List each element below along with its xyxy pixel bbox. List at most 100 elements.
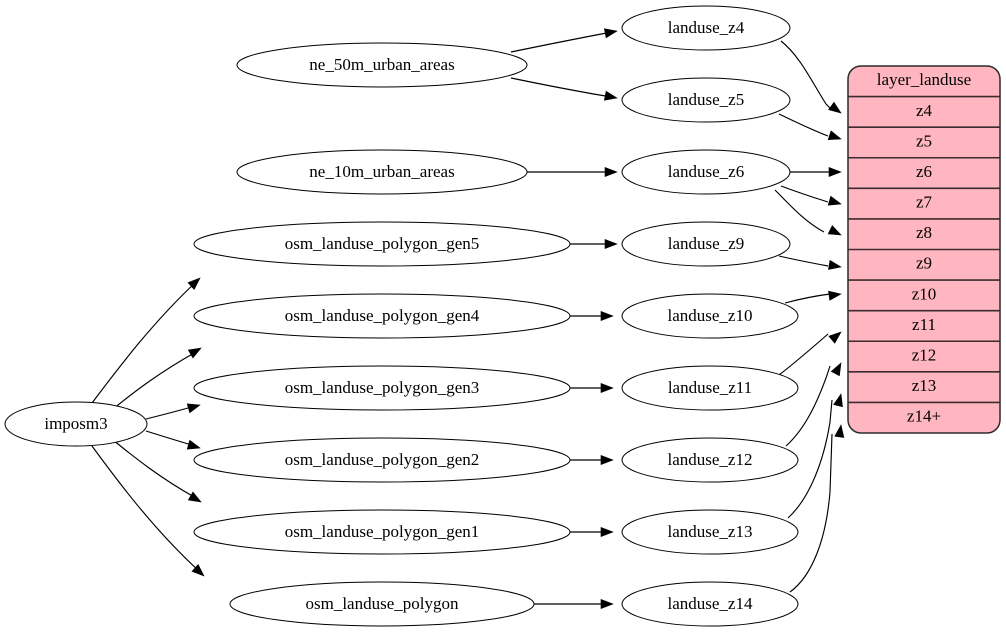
record-row-z12: z12 bbox=[912, 345, 937, 364]
record-row-z10: z10 bbox=[912, 284, 937, 303]
node-label-osm_landuse_polygon_gen4: osm_landuse_polygon_gen4 bbox=[285, 306, 480, 325]
node-landuse_z13[interactable]: landuse_z13 bbox=[621, 509, 799, 555]
layer-node-shape bbox=[621, 149, 791, 195]
edge-landuse_z6-to-record_z8 bbox=[774, 189, 825, 233]
edge-landuse_z11-to-record_z11 bbox=[778, 333, 829, 376]
node-landuse_z14[interactable]: landuse_z14 bbox=[621, 581, 799, 627]
record-row-z9: z9 bbox=[916, 254, 932, 273]
arrow-to-gen3 bbox=[186, 403, 201, 414]
arrow-to-landuse-z12 bbox=[600, 454, 614, 466]
node-label-osm_landuse_polygon_gen1: osm_landuse_polygon_gen1 bbox=[285, 522, 480, 541]
edge-landuse_z4-to-record_z4 bbox=[780, 40, 833, 111]
node-landuse_z5[interactable]: landuse_z5 bbox=[621, 77, 791, 123]
record-row-z13: z13 bbox=[912, 376, 937, 395]
source-node-shape bbox=[4, 401, 148, 447]
node-osm_landuse_polygon_gen5[interactable]: osm_landuse_polygon_gen5 bbox=[193, 221, 571, 267]
node-imposm3[interactable]: imposm3 bbox=[4, 401, 148, 447]
layer-node-shape bbox=[621, 5, 791, 51]
arrow-to-record-z11 bbox=[828, 331, 842, 344]
node-label-landuse_z14: landuse_z14 bbox=[668, 594, 753, 613]
arrow-to-record-z6 bbox=[828, 166, 842, 178]
arrow-to-landuse-z6 bbox=[604, 166, 618, 178]
node-osm_landuse_polygon_gen3[interactable]: osm_landuse_polygon_gen3 bbox=[193, 365, 571, 411]
node-landuse_z12[interactable]: landuse_z12 bbox=[621, 437, 799, 483]
node-label-osm_landuse_polygon_gen3: osm_landuse_polygon_gen3 bbox=[285, 378, 480, 397]
source-node-shape bbox=[193, 509, 571, 555]
node-osm_landuse_polygon_gen4[interactable]: osm_landuse_polygon_gen4 bbox=[193, 293, 571, 339]
arrow-to-landuse-z14 bbox=[600, 598, 614, 610]
arrow-to-landuse-z10 bbox=[600, 310, 614, 322]
arrow-to-gen5 bbox=[187, 277, 201, 290]
arrow-to-polygon bbox=[191, 564, 205, 577]
record-table-layer: layer_landusez4z5z6z7z8z9z10z11z12z13z14… bbox=[847, 65, 1001, 434]
edge-imposm3-to-osm_landuse_polygon_gen4 bbox=[112, 351, 197, 410]
edge-imposm3-to-osm_landuse_polygon_gen3 bbox=[145, 405, 196, 420]
arrow-to-gen4 bbox=[187, 347, 202, 359]
edge-imposm3-to-osm_landuse_polygon bbox=[91, 445, 201, 573]
edge-landuse_z12-to-record_z12 bbox=[785, 365, 831, 447]
arrow-to-record-z13 bbox=[833, 393, 843, 408]
layer-node-shape bbox=[621, 77, 791, 123]
layer-node-shape bbox=[621, 581, 799, 627]
layer-node-shape bbox=[621, 365, 799, 411]
node-landuse_z6[interactable]: landuse_z6 bbox=[621, 149, 791, 195]
layer-node-shape bbox=[621, 221, 791, 267]
node-landuse_z11[interactable]: landuse_z11 bbox=[621, 365, 799, 411]
arrow-to-record-z8 bbox=[827, 225, 842, 236]
edge-landuse_z14-to-record_z14 bbox=[789, 433, 833, 593]
node-osm_landuse_polygon_gen1[interactable]: osm_landuse_polygon_gen1 bbox=[193, 509, 571, 555]
record-row-z5: z5 bbox=[916, 131, 932, 150]
record-row-z7: z7 bbox=[916, 193, 933, 212]
node-osm_landuse_polygon_gen2[interactable]: osm_landuse_polygon_gen2 bbox=[193, 437, 571, 483]
arrow-to-gen2 bbox=[186, 439, 201, 450]
arrow-to-gen1 bbox=[187, 491, 202, 503]
layer-node-shape bbox=[621, 509, 799, 555]
edge-imposm3-to-osm_landuse_polygon_gen5 bbox=[91, 281, 197, 404]
node-landuse_z10[interactable]: landuse_z10 bbox=[621, 293, 799, 339]
arrow-to-landuse-z9 bbox=[604, 238, 618, 250]
layer-node-shape bbox=[621, 437, 799, 483]
arrowheads-layer bbox=[186, 28, 845, 610]
node-label-osm_landuse_polygon_gen2: osm_landuse_polygon_gen2 bbox=[285, 450, 480, 469]
node-landuse_z4[interactable]: landuse_z4 bbox=[621, 5, 791, 51]
record-row-z14+: z14+ bbox=[907, 407, 941, 426]
record-row-z11: z11 bbox=[912, 315, 936, 334]
source-node-shape bbox=[236, 42, 528, 88]
node-label-landuse_z5: landuse_z5 bbox=[668, 90, 744, 109]
arrow-to-record-z4 bbox=[828, 101, 842, 114]
arrow-to-record-z5 bbox=[827, 130, 842, 140]
record-row-z8: z8 bbox=[916, 223, 932, 242]
node-label-osm_landuse_polygon_gen5: osm_landuse_polygon_gen5 bbox=[285, 234, 480, 253]
source-node-shape bbox=[229, 581, 535, 627]
node-label-landuse_z9: landuse_z9 bbox=[668, 234, 744, 253]
node-label-ne_50m_urban_areas: ne_50m_urban_areas bbox=[309, 55, 454, 74]
edge-landuse_z13-to-record_z13 bbox=[787, 399, 833, 519]
nodes-layer: imposm3 ne_50m_urban_areas ne_10m_urban_ar… bbox=[4, 5, 799, 627]
record-header-label: layer_landuse bbox=[877, 70, 971, 89]
source-node-shape bbox=[193, 221, 571, 267]
edge-landuse_z5-to-record_z5 bbox=[778, 113, 829, 137]
node-label-landuse_z10: landuse_z10 bbox=[668, 306, 753, 325]
node-label-landuse_z12: landuse_z12 bbox=[668, 450, 753, 469]
node-label-landuse_z4: landuse_z4 bbox=[668, 18, 745, 37]
source-node-shape bbox=[193, 293, 571, 339]
node-label-landuse_z13: landuse_z13 bbox=[668, 522, 753, 541]
arrow-to-record-z10 bbox=[828, 290, 842, 301]
node-label-osm_landuse_polygon: osm_landuse_polygon bbox=[306, 594, 459, 613]
node-ne_10m_urban_areas[interactable]: ne_10m_urban_areas bbox=[236, 149, 528, 195]
edge-imposm3-to-osm_landuse_polygon_gen2 bbox=[145, 430, 196, 447]
edge-ne_50m_urban_areas-to-landuse_z4 bbox=[510, 31, 613, 53]
edge-ne_50m_urban_areas-to-landuse_z5 bbox=[510, 77, 613, 98]
node-landuse_z9[interactable]: landuse_z9 bbox=[621, 221, 791, 267]
node-osm_landuse_polygon[interactable]: osm_landuse_polygon bbox=[229, 581, 535, 627]
arrow-to-landuse-z4 bbox=[603, 28, 618, 39]
node-label-landuse_z11: landuse_z11 bbox=[668, 378, 752, 397]
arrow-to-record-z7 bbox=[827, 195, 842, 206]
node-ne_50m_urban_areas[interactable]: ne_50m_urban_areas bbox=[236, 42, 528, 88]
arrow-to-landuse-z11 bbox=[600, 382, 614, 394]
arrow-to-record-z14 bbox=[834, 424, 845, 438]
edge-landuse_z10-to-record_z10 bbox=[784, 293, 831, 304]
edge-imposm3-to-osm_landuse_polygon_gen1 bbox=[112, 439, 197, 499]
record-row-z6: z6 bbox=[916, 162, 932, 181]
